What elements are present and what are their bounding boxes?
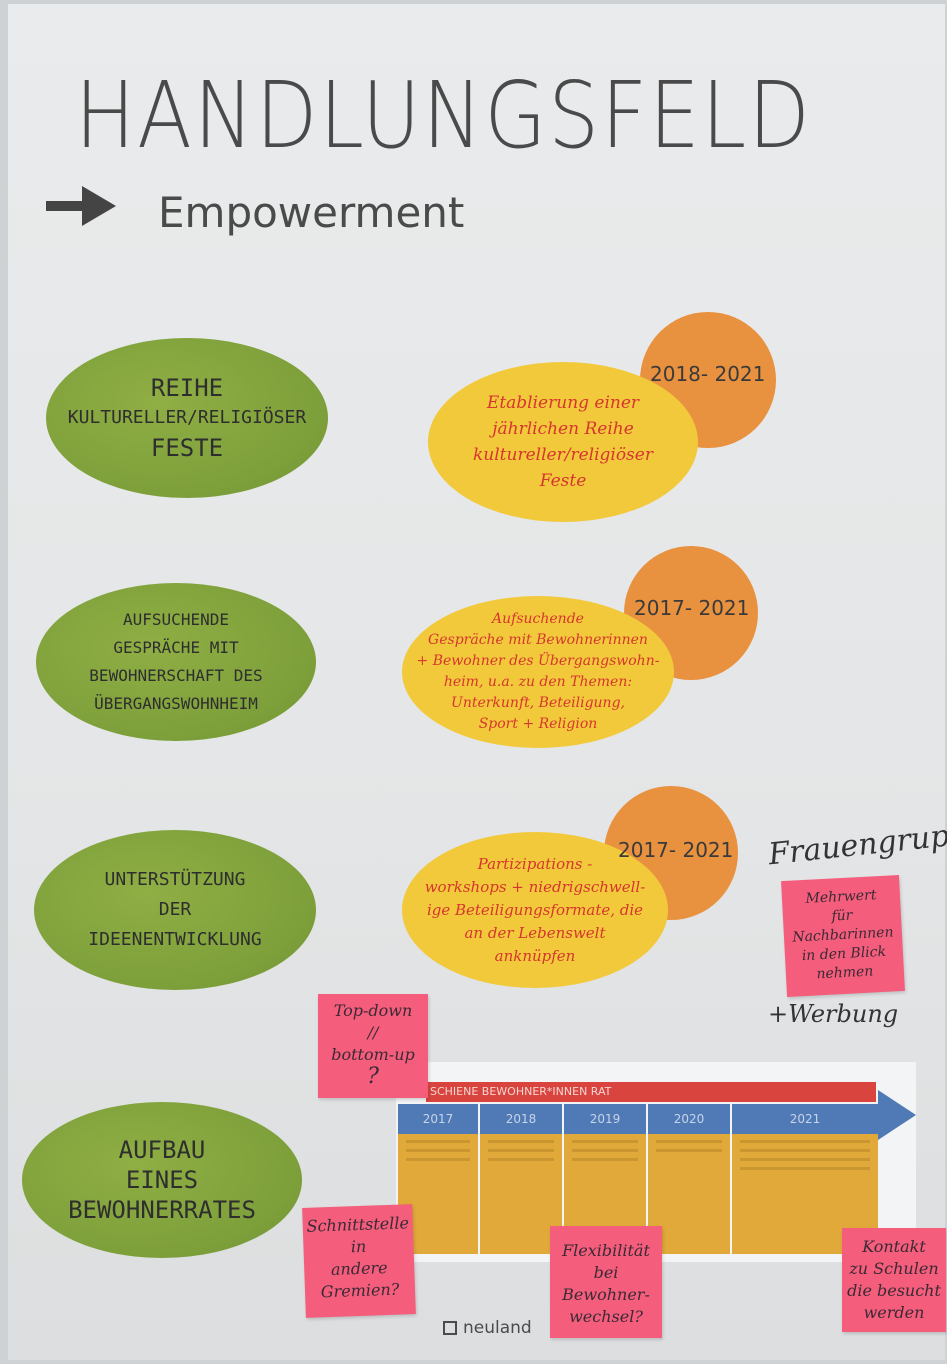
green-1-line-1: REIHE (150, 374, 224, 402)
green-3-line-1: UNTERSTÜTZUNG (104, 869, 246, 890)
topdown-line-2: // (367, 1023, 379, 1042)
sticky-note-schnittstelle: Schnittstelle in andere Gremien? (302, 1204, 416, 1318)
page-title: HANDLUNGSFELD (75, 62, 812, 169)
yellow-2-line-6: Sport + Religion (478, 716, 598, 732)
sticky-note-kontakt: Kontakt zu Schulen die besucht werden (842, 1228, 946, 1332)
green-ellipse-1: REIHE KULTURELLER/RELIGIÖSER FESTE (46, 338, 328, 498)
topdown-line-4: ? (367, 1064, 379, 1089)
yellow-3-line-1: Partizipations - (477, 854, 593, 873)
topdown-line-1: Top-down (333, 1001, 413, 1020)
green-ellipse-3: UNTERSTÜTZUNG DER IDEENENTWICKLUNG (34, 830, 316, 990)
green-2-line-1: AUFSUCHENDE (123, 610, 229, 629)
green-4-line-2: EINES (125, 1166, 199, 1194)
flex-line-3: Bewohner- (562, 1285, 650, 1304)
schnittstelle-line-4: Gremien? (320, 1279, 400, 1302)
green-ellipse-2: AUFSUCHENDE GESPRÄCHE MIT BEWOHNERSCHAFT… (36, 583, 316, 741)
flex-line-1: Flexibilität (562, 1241, 650, 1260)
kontakt-line-4: werden (863, 1303, 925, 1322)
yellow-3-line-2: workshops + niedrigschwell- (424, 877, 646, 896)
poster-year-2019: 2019 (564, 1104, 646, 1134)
werbung-text: +Werbung (768, 1000, 899, 1028)
sticky-note-topdown: Top-down // bottom-up ? (318, 994, 428, 1098)
green-3-line-3: IDEENENTWICKLUNG (88, 929, 262, 950)
yellow-1-line-2: jährlichen Reihe (492, 419, 634, 439)
yellow-2-line-5: Unterkunft, Beteiligung, (451, 695, 625, 711)
sticky-note-mehrwert: Mehrwert für Nachbarinnen in den Blick n… (781, 874, 905, 998)
flex-line-4: wechsel? (569, 1307, 643, 1326)
yellow-2-line-3: + Bewohner des Übergangswohn- (416, 653, 660, 669)
yellow-2-line-2: Gespräche mit Bewohnerinnen (428, 632, 648, 648)
neuland-logo: neuland (443, 1318, 532, 1338)
timeline-poster: SCHIENE BEWOHNER*INNEN RAT 2017 2018 201… (396, 1062, 916, 1262)
yellow-ellipse-2: Aufsuchende Gespräche mit Bewohnerinnen … (402, 596, 674, 748)
green-2-line-4: ÜBERGANGSWOHNHEIM (94, 694, 258, 713)
yellow-3-line-4: an der Lebenswelt (464, 923, 606, 942)
green-ellipse-4: AUFBAU EINES BEWOHNERRATES (22, 1102, 302, 1258)
neuland-logo-icon (443, 1321, 457, 1335)
green-1-line-2: KULTURELLER/RELIGIÖSER (67, 407, 307, 428)
arrow-right-icon (46, 186, 116, 226)
yellow-ellipse-3: Partizipations - workshops + niedrigschw… (402, 832, 668, 988)
kontakt-line-1: Kontakt (862, 1237, 926, 1256)
yellow-1-line-1: Etablierung einer (486, 393, 640, 413)
green-4-line-1: AUFBAU (118, 1136, 206, 1164)
sticky-note-flexibilitaet: Flexibilität bei Bewohner- wechsel? (550, 1226, 662, 1338)
green-4-line-3: BEWOHNERRATES (68, 1196, 256, 1224)
year-label-1: 2018- 2021 (650, 362, 766, 386)
timeline-arrow-icon (878, 1090, 916, 1140)
poster-year-2021: 2021 (732, 1104, 878, 1134)
poster-year-2018: 2018 (480, 1104, 562, 1134)
yellow-2-line-4: heim, u.a. zu den Themen: (443, 674, 633, 690)
yellow-2-line-1: Aufsuchende (492, 611, 584, 627)
yellow-3-line-3: ige Beteiligungsformate, die (426, 900, 644, 919)
topdown-line-3: bottom-up (331, 1045, 415, 1064)
poster-column-2 (480, 1134, 562, 1254)
green-2-line-2: GESPRÄCHE MIT (113, 638, 239, 657)
poster-year-2017: 2017 (398, 1104, 478, 1134)
yellow-1-line-4: Feste (539, 471, 587, 491)
yellow-ellipse-1: Etablierung einer jährlichen Reihe kultu… (428, 362, 698, 522)
year-label-3: 2017- 2021 (618, 838, 734, 862)
green-1-line-3: FESTE (150, 434, 224, 462)
flex-line-2: bei (593, 1263, 619, 1282)
subtitle: Empowerment (158, 188, 465, 237)
poster-banner: SCHIENE BEWOHNER*INNEN RAT (426, 1082, 876, 1102)
kontakt-line-2: zu Schulen (849, 1259, 939, 1278)
schnittstelle-line-1: Schnittstelle (306, 1213, 410, 1236)
neuland-logo-text: neuland (463, 1318, 532, 1338)
green-3-line-2: DER (158, 899, 192, 920)
yellow-1-line-3: kultureller/religiöser (473, 445, 653, 465)
yellow-3-line-5: anknüpfen (494, 946, 576, 965)
kontakt-line-3: die besucht (847, 1281, 941, 1300)
poster-year-2020: 2020 (648, 1104, 730, 1134)
year-label-2: 2017- 2021 (634, 596, 750, 620)
green-2-line-3: BEWOHNERSCHAFT DES (89, 666, 263, 685)
